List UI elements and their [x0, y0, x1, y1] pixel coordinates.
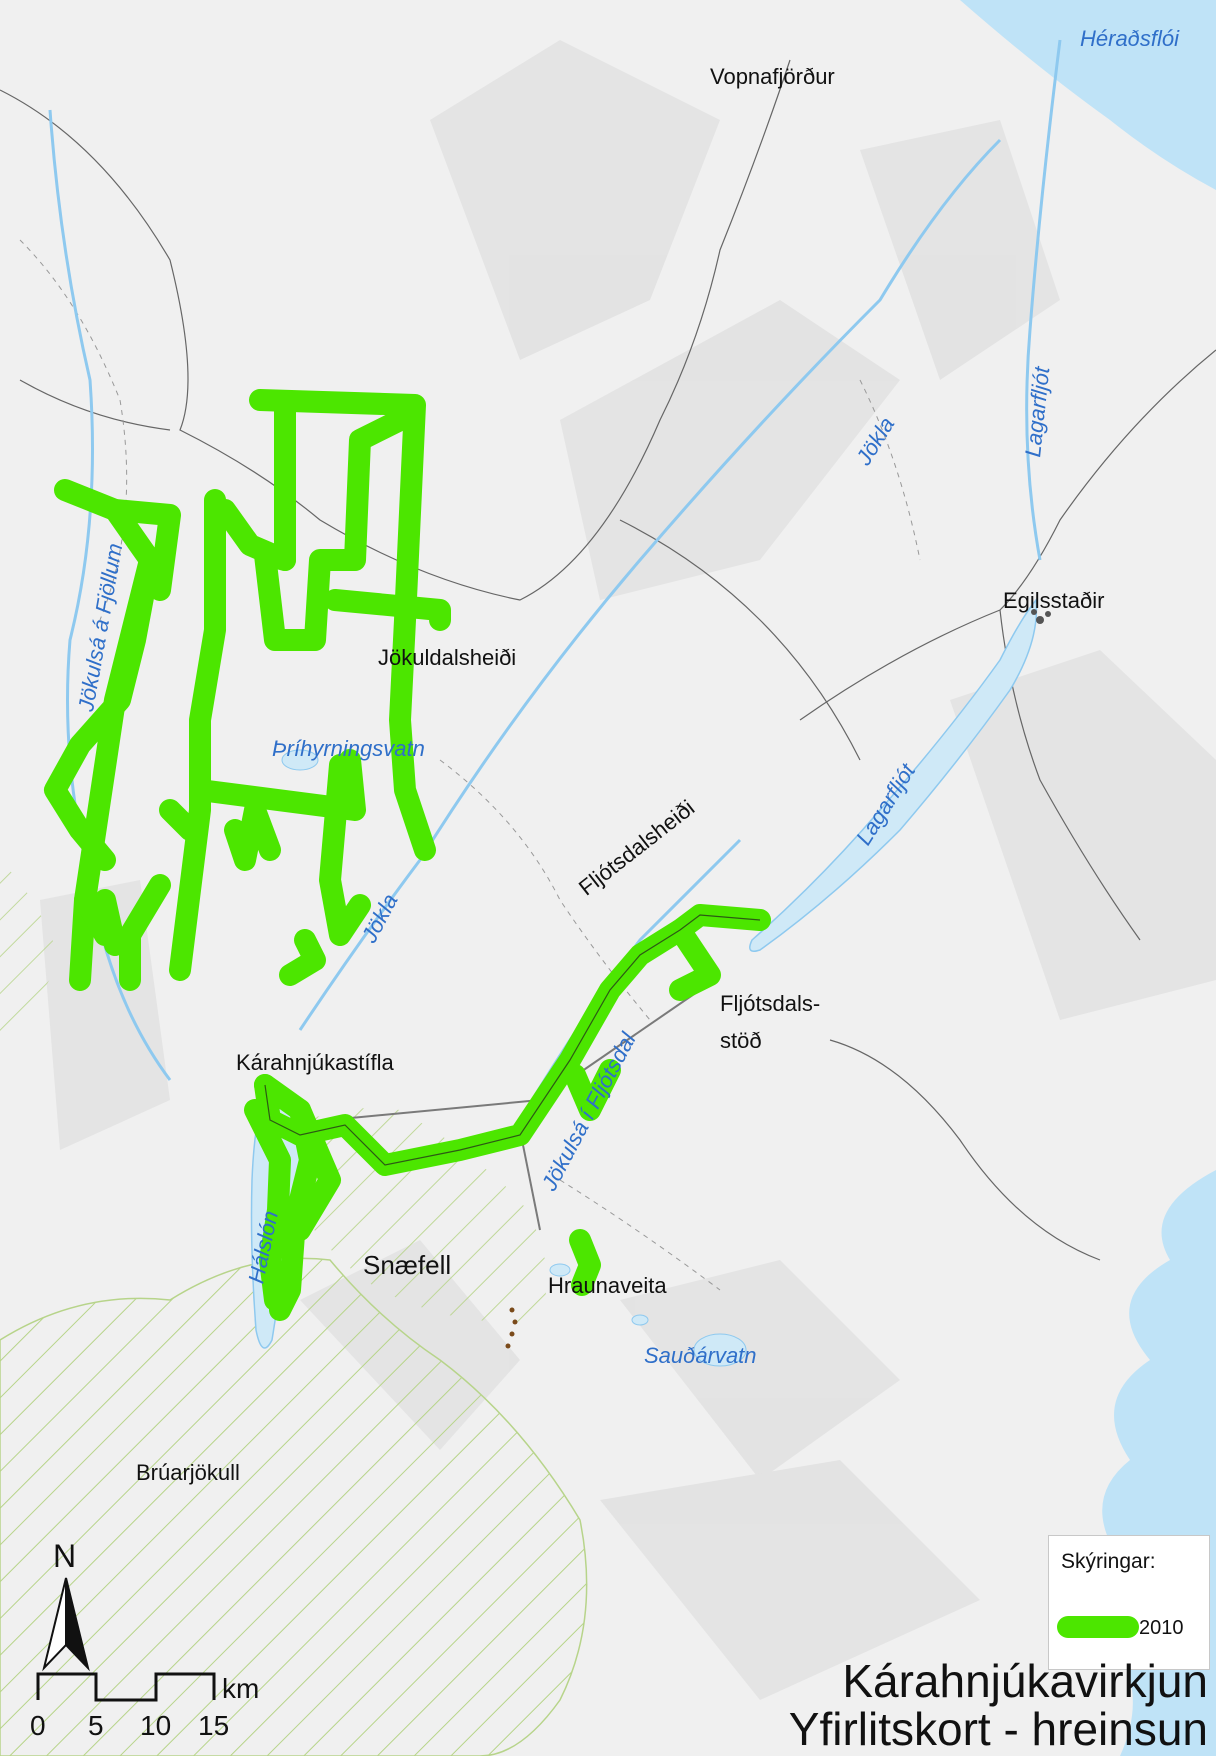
north-arrow-label: N	[53, 1538, 77, 1574]
label-fljotsdalsstod-line1: Fljótsdals-	[720, 991, 821, 1016]
sea-heradsfloi	[960, 0, 1216, 190]
route-centerline	[264, 914, 761, 1166]
hraunaveita-dam-markers	[505, 1307, 518, 1349]
label-jokuldalsheidi: Jökuldalsheiði	[378, 645, 517, 670]
trails	[19, 239, 921, 1291]
map-title-line1: Kárahnjúkavirkjun	[842, 1655, 1208, 1707]
label-vopnafjordur: Vopnafjörður	[710, 64, 835, 89]
terrain-shading	[40, 40, 1216, 1700]
label-saudarvatn: Sauðárvatn	[644, 1343, 757, 1368]
label-hraunaveita: Hraunaveita	[548, 1273, 667, 1298]
glacier-snaefell	[270, 1108, 547, 1322]
north-arrow-icon	[42, 1577, 90, 1672]
lake-small	[549, 1263, 571, 1277]
lake-thrihyrningsvatn	[281, 749, 319, 771]
label-egilsstadir: Egilsstaðir	[1003, 588, 1105, 613]
scale-tick-5: 5	[88, 1710, 104, 1741]
legend-box: Skýringar: 2010	[1048, 1535, 1210, 1670]
legend-swatch-2010	[1057, 1616, 1139, 1638]
scale-unit: km	[222, 1673, 260, 1704]
lake-saudarvatn	[693, 1333, 747, 1367]
lake-small	[631, 1314, 649, 1326]
lake-lagarfljot	[749, 598, 1038, 952]
map-title-line2: Yfirlitskort - hreinsun	[788, 1703, 1208, 1755]
scale-bar	[36, 1672, 216, 1702]
town-egilsstadir-marker	[1031, 609, 1051, 624]
label-snaefell: Snæfell	[363, 1250, 452, 1280]
glacier-bruarjokull	[0, 1257, 588, 1756]
scale-tick-0: 0	[30, 1710, 46, 1741]
label-fljotsdalsstod-line2: stöð	[720, 1028, 762, 1053]
label-karahnjukastifla: Kárahnjúkastífla	[236, 1050, 394, 1075]
label-thrihyrningsvatn: Þríhyrningsvatn	[272, 736, 425, 761]
scale-tick-10: 10	[140, 1710, 172, 1741]
scale-tick-15: 15	[198, 1710, 230, 1741]
legend-title: Skýringar:	[1061, 1550, 1156, 1573]
label-heradsfloi: Héraðsflói	[1080, 26, 1180, 51]
glacier-west-edge	[0, 860, 60, 1040]
label-bruarjokull: Brúarjökull	[136, 1460, 240, 1485]
legend-label-2010: 2010	[1139, 1617, 1184, 1639]
